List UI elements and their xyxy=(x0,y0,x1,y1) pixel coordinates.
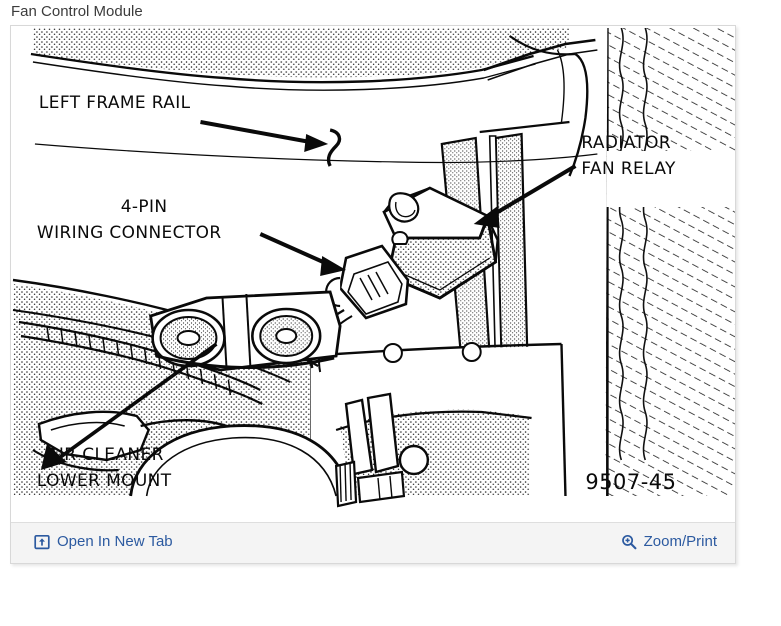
magnifier-plus-icon xyxy=(621,534,637,550)
figure-card: LEFT FRAME RAIL 4-PIN WIRING CONNECTOR R… xyxy=(10,25,736,564)
figure-number: 9507-45 xyxy=(585,470,676,494)
bolt-clamp-detail xyxy=(334,392,430,508)
label-air-cleaner-line1: AIR CLEANER xyxy=(47,445,164,465)
open-in-new-tab-icon xyxy=(34,534,50,550)
figure-image-area: LEFT FRAME RAIL 4-PIN WIRING CONNECTOR R… xyxy=(11,26,735,523)
fan-control-module-diagram: LEFT FRAME RAIL 4-PIN WIRING CONNECTOR R… xyxy=(12,28,735,508)
panel-hole-left xyxy=(382,343,403,363)
corrugated-hose xyxy=(18,320,263,405)
panel-hole-right xyxy=(461,342,482,362)
air-cleaner-lower-mount-bracket xyxy=(149,290,342,372)
leader-air-cleaner-lower-mount xyxy=(40,342,218,470)
leader-left-frame-rail xyxy=(200,120,342,167)
open-in-new-tab-button[interactable]: Open In New Tab xyxy=(34,532,173,552)
leader-radiator-fan-relay xyxy=(473,164,577,228)
leader-4-pin-connector xyxy=(259,232,347,276)
page-title: Fan Control Module xyxy=(11,3,143,20)
label-radiator-fan-relay-line2: FAN RELAY xyxy=(581,159,676,179)
relay-mount-boss xyxy=(388,192,420,223)
open-in-new-tab-label: Open In New Tab xyxy=(57,533,173,550)
zoom-print-button[interactable]: Zoom/Print xyxy=(621,532,717,552)
zoom-print-label: Zoom/Print xyxy=(643,533,717,550)
radiator-core xyxy=(605,28,735,496)
label-4-pin-line1: 4-PIN xyxy=(121,197,168,217)
label-4-pin-line2: WIRING CONNECTOR xyxy=(37,223,222,243)
label-radiator-fan-relay-line1: RADIATOR xyxy=(581,133,671,153)
figure-toolbar: Open In New Tab Zoom/Print xyxy=(11,522,735,563)
four-pin-wiring-connector xyxy=(325,230,410,320)
air-cleaner-housing-detail xyxy=(37,410,151,462)
label-air-cleaner-line2: LOWER MOUNT xyxy=(37,471,172,491)
air-cleaner-body xyxy=(129,424,352,497)
hood-ledge-shading xyxy=(32,28,570,78)
label-left-frame-rail: LEFT FRAME RAIL xyxy=(39,93,191,113)
